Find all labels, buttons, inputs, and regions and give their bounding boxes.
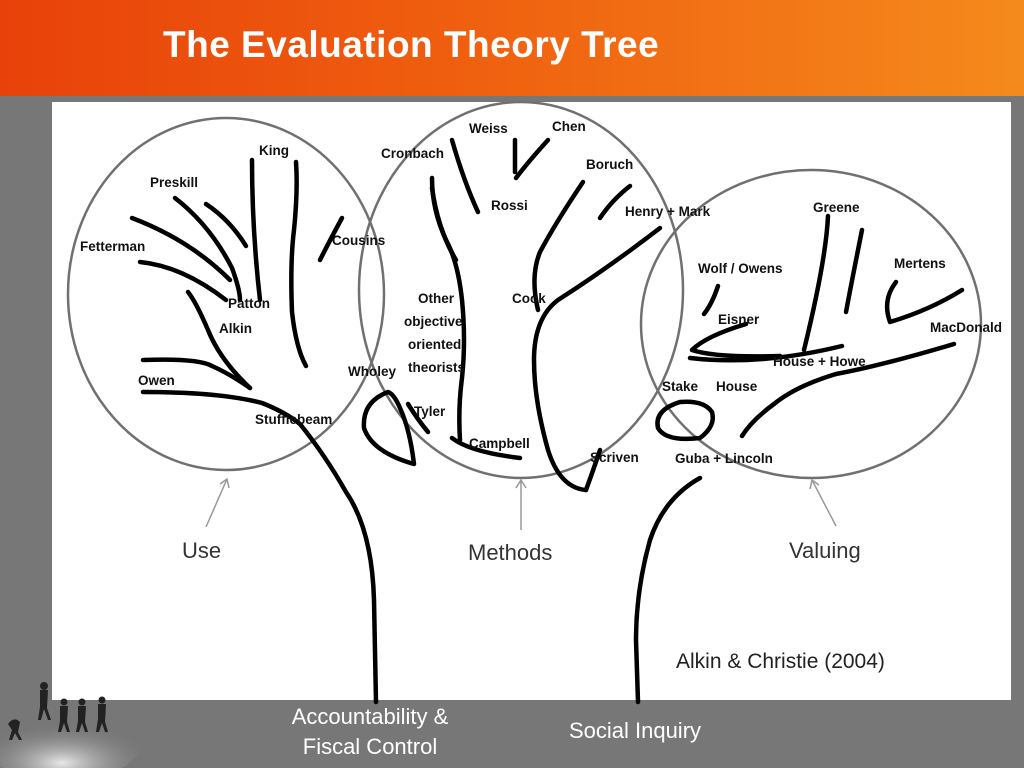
branch-stake: [655, 399, 715, 442]
label-mertens: Mertens: [894, 256, 946, 271]
header-bar: The Evaluation Theory Tree: [0, 0, 1024, 96]
branch-boruch: [597, 183, 633, 221]
label-other-4: theorists: [408, 360, 465, 375]
branch-wolf-owens: [701, 283, 721, 317]
branch-fetterman: [137, 259, 229, 303]
branch-scriven: [583, 447, 603, 493]
root-accountability-line2: Fiscal Control: [302, 734, 438, 759]
label-greene: Greene: [813, 200, 860, 215]
arrow-use: [205, 477, 230, 528]
category-valuing: Valuing: [789, 538, 861, 563]
label-weiss: Weiss: [469, 121, 508, 136]
label-other-1: Other: [418, 291, 455, 306]
valuing-circle: [639, 168, 983, 480]
trunk-social-inquiry: [633, 475, 703, 705]
branch-cook: [532, 179, 586, 313]
label-king: King: [259, 143, 289, 158]
label-henry-mark: Henry + Mark: [625, 204, 711, 219]
label-rossi: Rossi: [491, 198, 528, 213]
branch-henry-mark: [531, 225, 663, 493]
label-boruch: Boruch: [586, 157, 633, 172]
branch-cousins: [289, 159, 309, 369]
slide-title: The Evaluation Theory Tree: [163, 24, 660, 65]
branch-chen: [513, 137, 551, 181]
label-wolf-owens: Wolf / Owens: [698, 261, 783, 276]
trunk-accountability: [297, 421, 379, 705]
branch-preskill: [172, 195, 243, 303]
branch-tyler: [405, 401, 431, 435]
branch-alkin: [185, 289, 253, 391]
branch-king: [249, 157, 263, 303]
label-other-3: oriented: [408, 337, 461, 352]
methods-circle: [357, 100, 685, 480]
branch-patton: [203, 201, 249, 249]
use-circle: [66, 116, 386, 472]
root-accountability-line1: Accountability &: [291, 704, 449, 729]
label-stake: Stake: [662, 379, 699, 394]
label-preskill: Preskill: [150, 175, 198, 190]
tree-panel: [52, 102, 1011, 700]
branch-greene-twig: [843, 227, 865, 315]
arrow-methods: [515, 478, 527, 530]
label-other-2: objective: [404, 314, 463, 329]
branch-wholey: [361, 389, 417, 467]
citation: Alkin & Christie (2004): [676, 650, 885, 673]
branch-cousins-twig: [317, 215, 345, 263]
category-use: Use: [182, 538, 221, 563]
label-cook: Cook: [512, 291, 546, 306]
label-cronbach: Cronbach: [381, 146, 444, 161]
arrow-valuing: [809, 478, 837, 527]
label-patton: Patton: [228, 296, 270, 311]
category-methods: Methods: [468, 540, 552, 565]
branch-weiss: [449, 137, 481, 215]
label-guba-lincoln: Guba + Lincoln: [675, 451, 773, 466]
branch-owen: [140, 357, 253, 391]
branch-other: [429, 185, 459, 263]
label-stufflebeam: Stufflebeam: [255, 412, 332, 427]
branch-eisner: [689, 321, 783, 359]
label-alkin: Alkin: [219, 321, 252, 336]
label-scriven: Scriven: [590, 450, 639, 465]
label-tyler: Tyler: [414, 404, 446, 419]
label-fetterman: Fetterman: [80, 239, 145, 254]
label-campbell: Campbell: [469, 436, 530, 451]
label-eisner: Eisner: [718, 312, 760, 327]
root-social-inquiry: Social Inquiry: [568, 718, 702, 743]
branch-stufflebeam: [140, 389, 303, 427]
branch-preskill-twig: [129, 215, 233, 283]
branch-greene: [801, 213, 831, 353]
label-chen: Chen: [552, 119, 586, 134]
branch-macdonald: [739, 341, 957, 439]
label-macdonald: MacDonald: [930, 320, 1002, 335]
label-cousins: Cousins: [332, 233, 385, 248]
branch-house-howe: [687, 343, 845, 363]
label-owen: Owen: [138, 373, 175, 388]
label-house-howe: House + Howe: [773, 354, 866, 369]
root-accountability: Accountability & Fiscal Control: [250, 702, 490, 762]
branch-mertens: [884, 279, 965, 325]
branch-campbell: [449, 435, 523, 461]
label-wholey: Wholey: [348, 364, 396, 379]
evolution-logo: [0, 682, 140, 768]
label-house: House: [716, 379, 758, 394]
